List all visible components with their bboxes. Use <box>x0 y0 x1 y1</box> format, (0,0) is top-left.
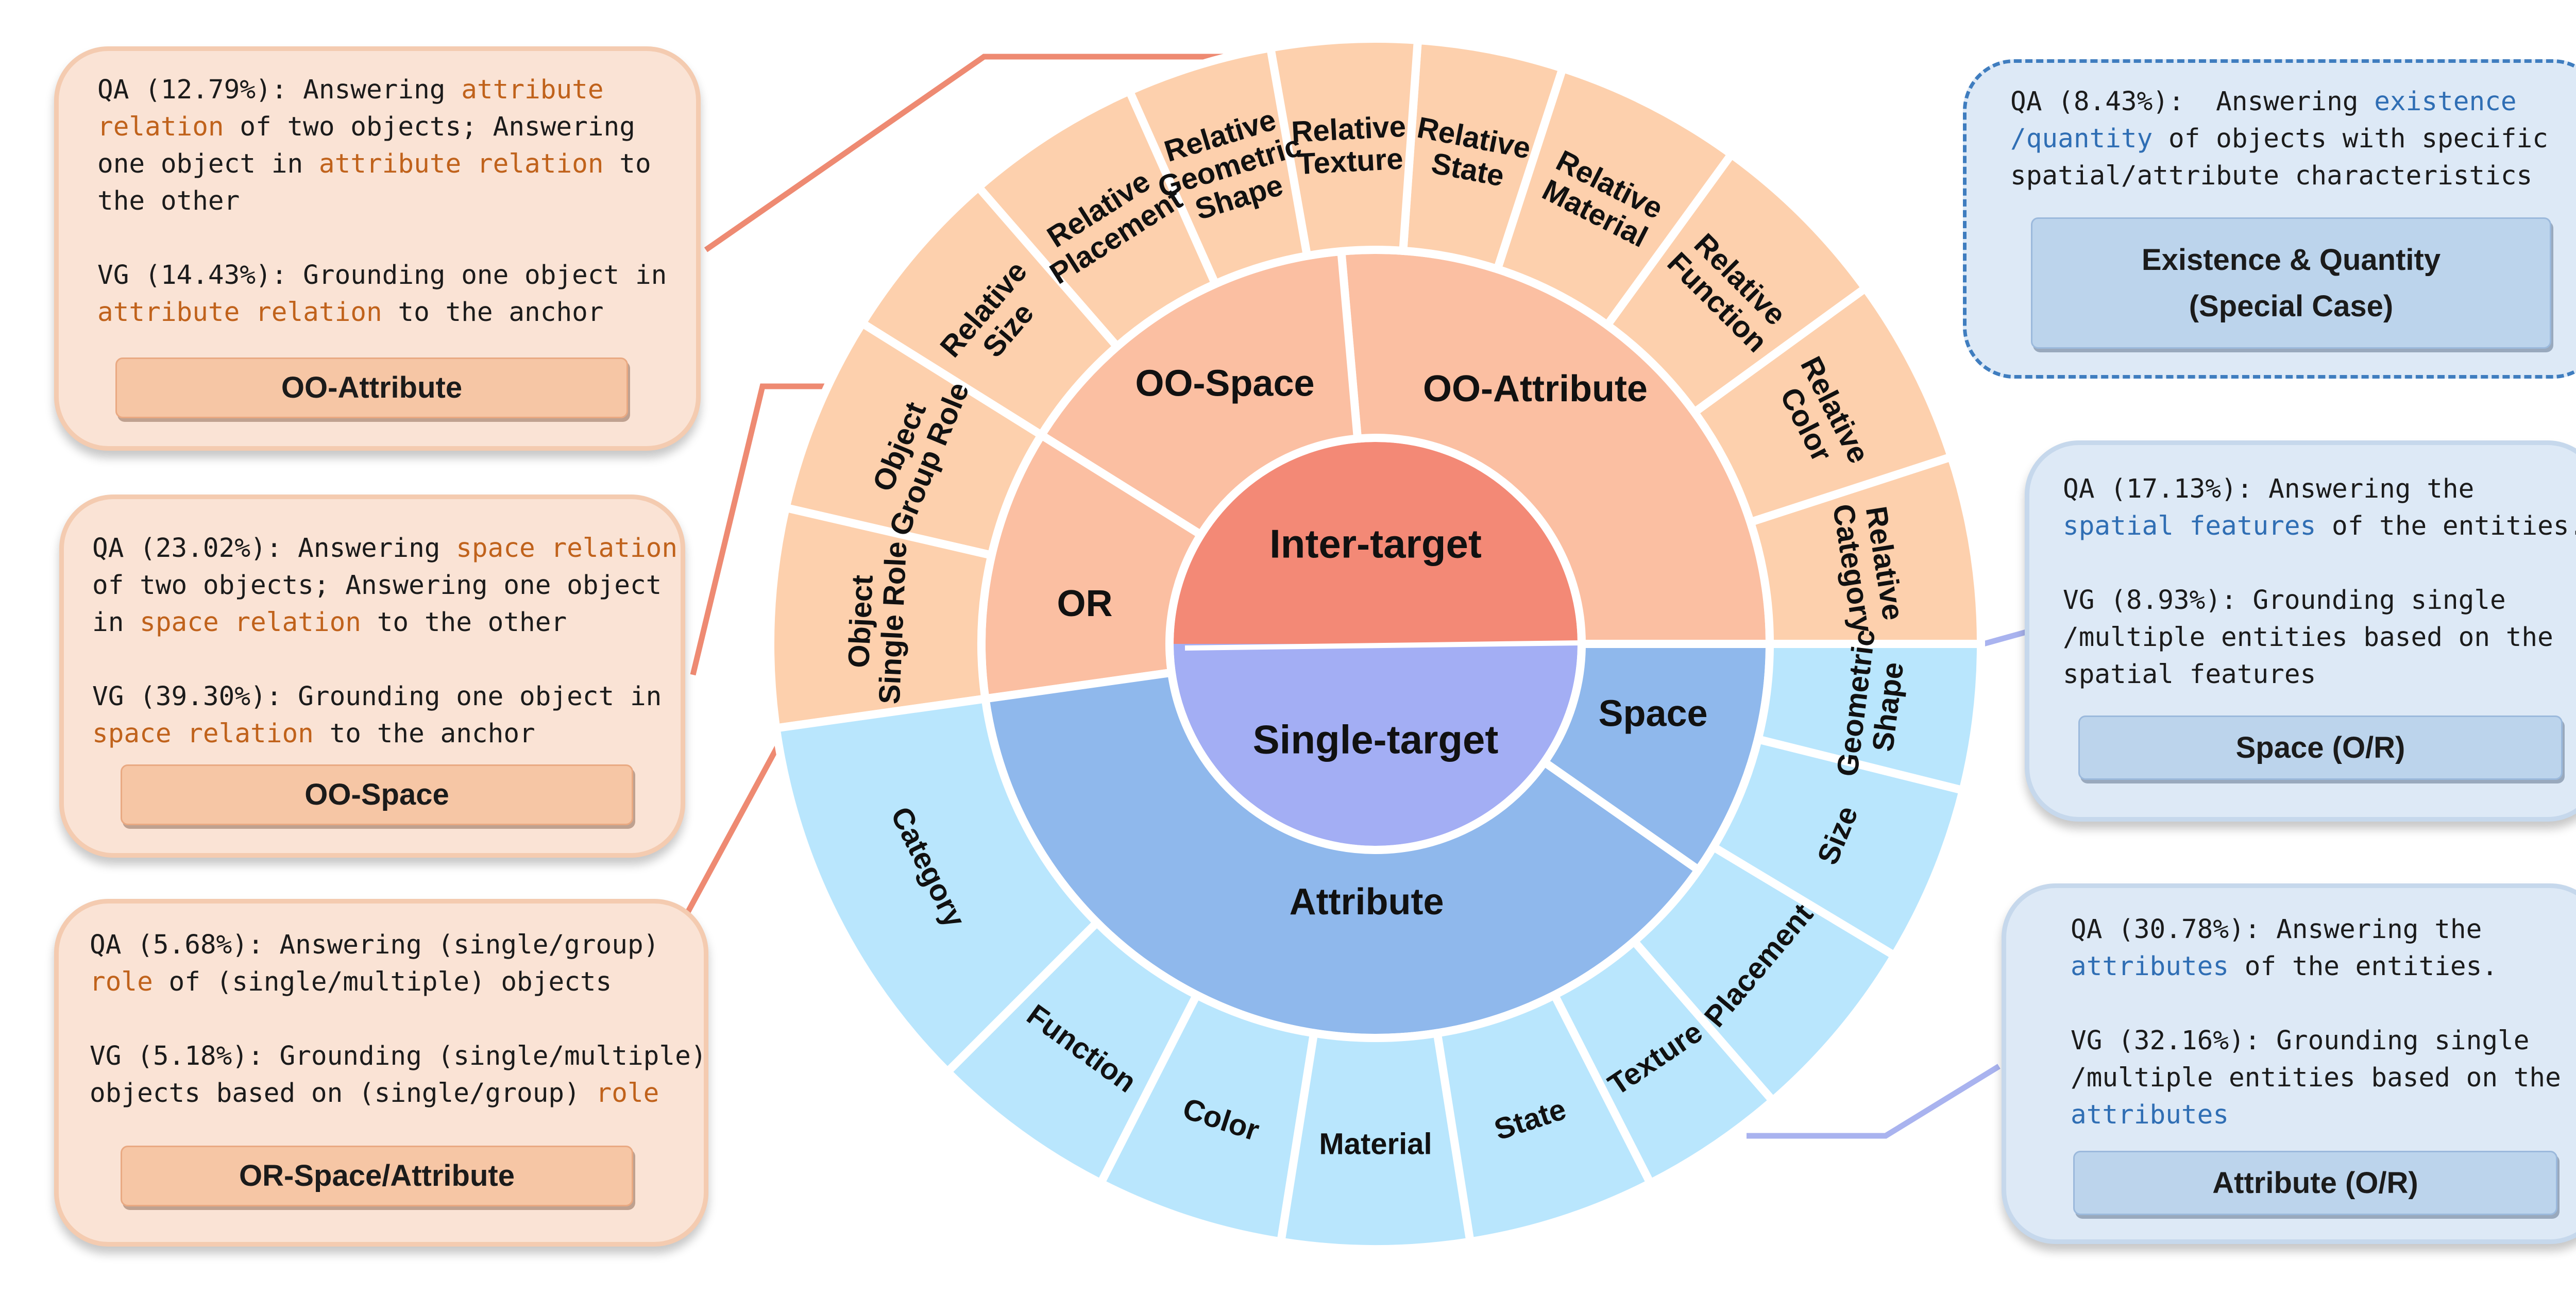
vg-text: to the anchor <box>313 719 535 749</box>
object-single-role-label: ObjectSingle Role <box>840 539 913 705</box>
qa-text: QA (5.68%): Answering (single/group) <box>90 930 659 960</box>
material-label: Material <box>1319 1127 1432 1161</box>
attribute-label: Attribute <box>1290 881 1444 923</box>
qa-text: QA (8.43%): Answering <box>2010 87 2375 117</box>
qa-highlight: existence <box>2374 87 2517 117</box>
qa-highlight: space relation <box>140 607 361 638</box>
qa-text: QA (17.13%): Answering the <box>2063 474 2475 504</box>
oo-attribute-label: OO-Attribute <box>1423 368 1648 410</box>
vg-highlight: role <box>596 1078 659 1109</box>
vg-text: VG (39.30%): Grounding one object in <box>92 681 662 712</box>
qa-text: QA (23.02%): Answering <box>92 533 456 564</box>
inter-target-label: Inter-target <box>1269 521 1482 566</box>
vg-text: objects based on (single/group) <box>90 1078 596 1109</box>
qa-highlight: spatial features <box>2063 511 2316 541</box>
card-oo-space: QA (23.02%): Answering space relation of… <box>59 495 685 858</box>
vg-text: VG (32.16%): Grounding single <box>2071 1026 2530 1056</box>
connector-oo-attribute <box>704 54 1267 252</box>
vg-highlight: attributes <box>2071 1100 2229 1130</box>
category-sector <box>772 694 1101 1076</box>
connector-space <box>1982 628 2031 647</box>
qa-text: spatial/attribute characteristics <box>2010 161 2533 191</box>
card-existence-quantity: QA (8.43%): Answering existence /quantit… <box>1963 59 2576 379</box>
vg-text: VG (8.93%): Grounding single <box>2063 585 2506 616</box>
qa-highlight: /quantity <box>2010 124 2153 154</box>
vg-text: /multiple entities based on the <box>2063 622 2553 653</box>
connector-or <box>683 730 788 918</box>
qa-text: the other <box>97 186 240 216</box>
single-target-half <box>1170 644 1582 850</box>
vg-text: to the anchor <box>382 297 604 328</box>
qa-text: QA (12.79%): Answering <box>97 75 462 105</box>
card-oo-attribute-text: QA (12.79%): Answering attribute relatio… <box>97 72 667 331</box>
connector-oo-space <box>690 383 845 676</box>
vg-text: /multiple entities based on the <box>2071 1063 2561 1093</box>
center-divider <box>1184 640 1582 651</box>
button-line: (Special Case) <box>2189 289 2394 323</box>
qa-text: in <box>92 607 140 638</box>
qa-text: of objects with specific <box>2153 124 2548 154</box>
card-attribute-text: QA (30.78%): Answering the attributes of… <box>2071 911 2561 1134</box>
attribute-button[interactable]: Attribute (O/R) <box>2073 1151 2557 1215</box>
or-label: OR <box>1057 583 1113 624</box>
card-attribute: QA (30.78%): Answering the attributes of… <box>2002 883 2576 1244</box>
card-or: QA (5.68%): Answering (single/group) rol… <box>54 899 708 1247</box>
qa-highlight: role <box>90 967 153 997</box>
qa-highlight: attribute relation <box>318 149 604 179</box>
vg-text: VG (14.43%): Grounding one object in <box>97 260 667 291</box>
card-oo-attribute: QA (12.79%): Answering attribute relatio… <box>54 46 701 451</box>
card-space: QA (17.13%): Answering the spatial featu… <box>2025 440 2576 822</box>
qa-highlight: space relation <box>456 533 678 564</box>
single-target-label: Single-target <box>1253 717 1499 762</box>
oo-space-label: OO-Space <box>1135 363 1314 404</box>
card-or-text: QA (5.68%): Answering (single/group) rol… <box>90 927 706 1112</box>
geometric-shape-sector <box>1754 640 1985 795</box>
qa-text: of two objects; Answering one object <box>92 570 662 601</box>
qa-highlight: attributes <box>2071 951 2229 982</box>
vg-text: spatial features <box>2063 659 2316 690</box>
qa-text: of the entities. <box>2316 511 2576 541</box>
qa-text: to <box>603 149 651 179</box>
or-space-attribute-button[interactable]: OR-Space/Attribute <box>121 1146 633 1206</box>
oo-attribute-button[interactable]: OO-Attribute <box>115 357 628 418</box>
space-button[interactable]: Space (O/R) <box>2078 715 2563 780</box>
relative-texture-label: RelativeTexture <box>1291 110 1409 181</box>
qa-highlight: attribute <box>461 75 604 105</box>
qa-text: of (single/multiple) objects <box>152 967 612 997</box>
qa-text: of two objects; Answering <box>224 112 635 142</box>
vg-text: VG (5.18%): Grounding (single/multiple) <box>90 1041 707 1071</box>
card-space-text: QA (17.13%): Answering the spatial featu… <box>2063 471 2576 693</box>
inter-target-half <box>1170 438 1582 644</box>
existence-quantity-button[interactable]: Existence & Quantity (Special Case) <box>2031 217 2551 349</box>
button-line: Existence & Quantity <box>2141 243 2441 277</box>
qa-text: to the other <box>361 607 567 638</box>
vg-highlight: attribute relation <box>97 297 382 328</box>
space-label: Space <box>1598 693 1707 734</box>
oo-space-button[interactable]: OO-Space <box>121 764 633 825</box>
vg-highlight: space relation <box>92 719 314 749</box>
qa-text: one object in <box>97 149 319 179</box>
card-oo-space-text: QA (23.02%): Answering space relation of… <box>92 530 677 753</box>
card-existence-text: QA (8.43%): Answering existence /quantit… <box>2010 83 2548 195</box>
qa-highlight: relation <box>97 112 224 142</box>
connector-attribute <box>1747 1064 2001 1139</box>
qa-text: QA (30.78%): Answering the <box>2071 914 2482 945</box>
qa-text: of the entities. <box>2229 951 2498 982</box>
